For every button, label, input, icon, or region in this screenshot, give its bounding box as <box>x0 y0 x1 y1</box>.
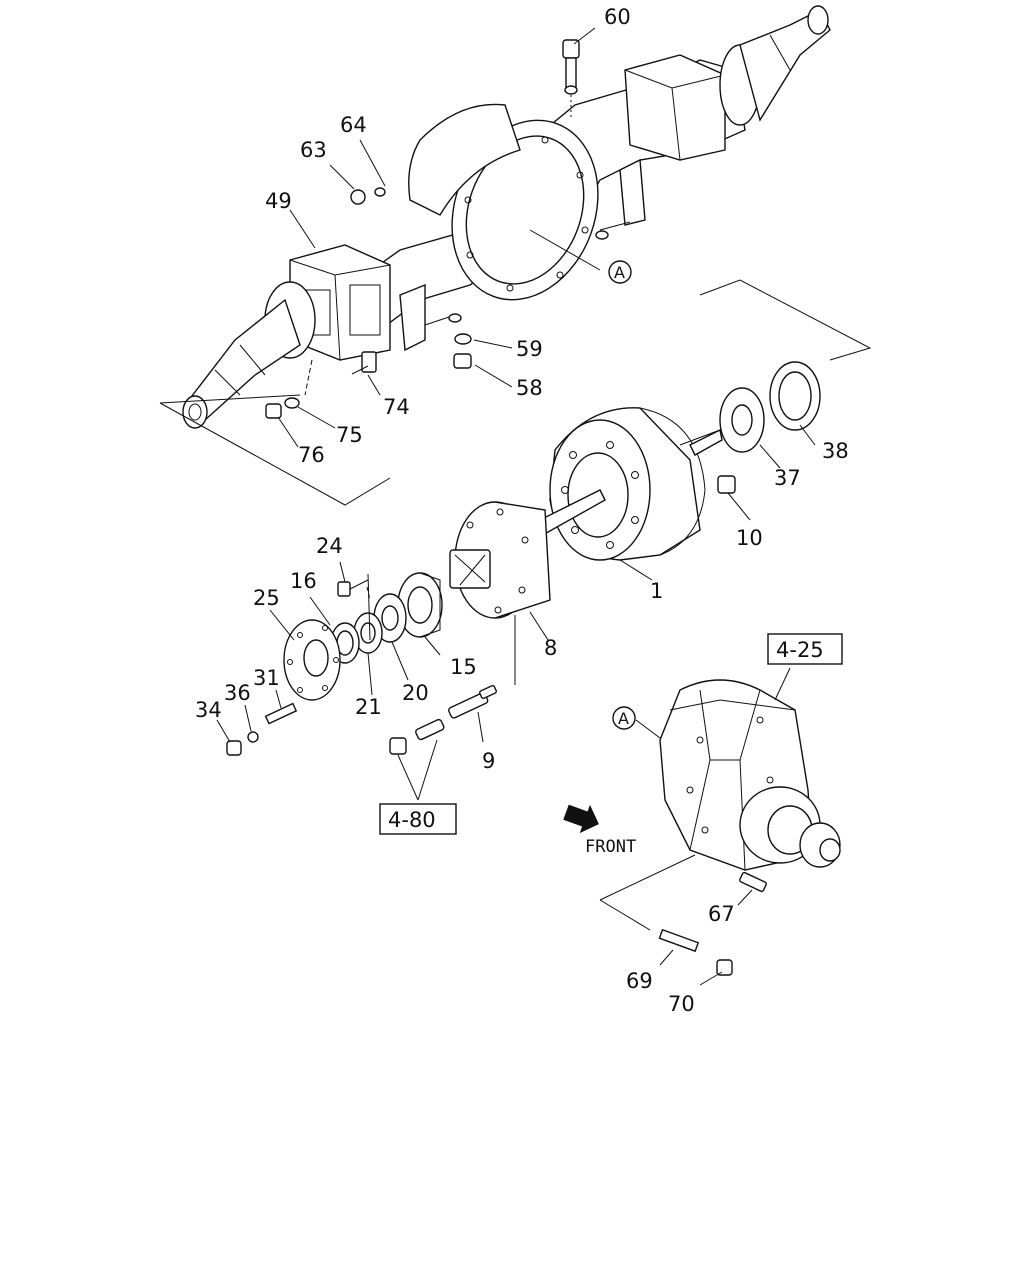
svg-text:4-80: 4-80 <box>388 808 436 832</box>
callout-75: 75 <box>336 423 363 447</box>
callout-36: 36 <box>224 681 251 705</box>
circled-ref-a-lower: A <box>612 706 636 730</box>
svg-text:A: A <box>618 709 629 728</box>
nut-63 <box>350 187 386 205</box>
stud-74 <box>351 351 377 375</box>
washer-59 <box>454 333 472 345</box>
callout-16: 16 <box>290 569 317 593</box>
circled-ref-a-upper: A <box>608 260 632 284</box>
nut-34 <box>226 740 242 756</box>
connector-4-80 <box>389 718 445 755</box>
callout-64: 64 <box>340 113 367 137</box>
svg-text:4-25: 4-25 <box>776 638 824 662</box>
callout-67: 67 <box>708 902 735 926</box>
front-label: FRONT <box>585 837 636 857</box>
right-spindle <box>719 5 831 126</box>
hub-8 <box>449 501 551 619</box>
cover-25 <box>283 619 341 701</box>
callout-38: 38 <box>822 439 849 463</box>
callout-31: 31 <box>253 666 280 690</box>
ref-box-4-25: 4-25 <box>767 633 843 665</box>
bearing-37 <box>719 387 765 453</box>
callout-15: 15 <box>450 655 477 679</box>
callout-1: 1 <box>650 579 663 603</box>
middle-leaders <box>216 424 816 801</box>
callout-70: 70 <box>668 992 695 1016</box>
differential-carrier <box>659 679 841 871</box>
washer-36 <box>247 731 259 743</box>
valve-9 <box>448 615 516 719</box>
nut-70 <box>716 959 733 976</box>
callout-9: 9 <box>482 749 495 773</box>
callout-60: 60 <box>604 5 631 29</box>
stud-31 <box>264 702 298 725</box>
callout-59: 59 <box>516 337 543 361</box>
callout-37: 37 <box>774 466 801 490</box>
callout-24: 24 <box>316 534 343 558</box>
callout-labels: 60 64 63 49 59 58 74 75 76 38 37 10 1 24… <box>195 5 849 1016</box>
callout-58: 58 <box>516 376 543 400</box>
seal-38 <box>769 361 821 431</box>
brake-drum-1 <box>549 407 721 561</box>
svg-text:A: A <box>614 263 625 282</box>
callout-69: 69 <box>626 969 653 993</box>
nut-58 <box>453 353 472 369</box>
washer-75 <box>284 397 300 409</box>
bolt-24 <box>337 573 371 641</box>
stud-69 <box>658 928 700 953</box>
front-arrow-icon <box>563 804 599 834</box>
callout-49: 49 <box>265 189 292 213</box>
callout-10: 10 <box>736 526 763 550</box>
lower-leaders <box>599 667 791 986</box>
ref-box-4-80: 4-80 <box>379 803 457 835</box>
bolt-60 <box>562 39 580 120</box>
left-spindle <box>182 281 316 429</box>
upper-leaders <box>159 27 872 506</box>
axle-housing <box>182 5 831 429</box>
nut-10 <box>717 475 736 494</box>
callout-76: 76 <box>298 443 325 467</box>
callout-8: 8 <box>544 636 557 660</box>
bolt-67 <box>739 871 767 893</box>
callout-21: 21 <box>355 695 382 719</box>
callout-74: 74 <box>383 395 410 419</box>
callout-20: 20 <box>402 681 429 705</box>
callout-63: 63 <box>300 138 327 162</box>
callout-34: 34 <box>195 698 222 722</box>
callout-25: 25 <box>253 586 280 610</box>
nut-76 <box>265 403 282 419</box>
